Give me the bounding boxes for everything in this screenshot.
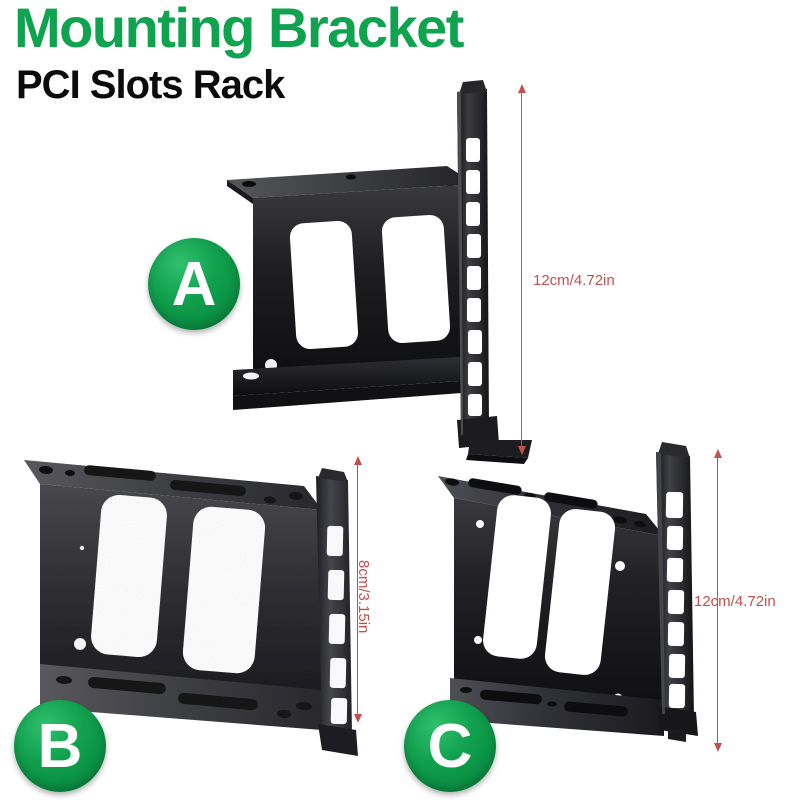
page-subtitle: PCI Slots Rack — [16, 63, 285, 107]
bracket-b-body — [40, 484, 322, 696]
page-title: Mounting Bracket — [14, 0, 464, 59]
bracket-a-pci-strip — [457, 80, 499, 448]
bracket-c-detached-clip — [466, 440, 532, 464]
dimension-label-a: 12cm/4.72in — [533, 272, 615, 289]
bracket-c-pci-strip — [656, 442, 698, 742]
product-image-bracket-c — [424, 440, 724, 770]
product-image-bracket-b — [22, 448, 382, 768]
product-image-bracket-a — [225, 80, 525, 480]
bracket-c-body — [454, 495, 664, 708]
bracket-b-top-rail — [24, 460, 322, 510]
bracket-b-pci-strip — [316, 468, 358, 756]
badge-c: C — [404, 700, 496, 792]
badge-b: B — [14, 700, 106, 792]
bracket-a-body — [253, 184, 475, 382]
bracket-c-bottom-rail — [450, 678, 664, 736]
badge-a: A — [148, 238, 240, 330]
bracket-b-bottom-rail — [40, 664, 322, 730]
bracket-a-bottom-flange — [233, 356, 475, 410]
